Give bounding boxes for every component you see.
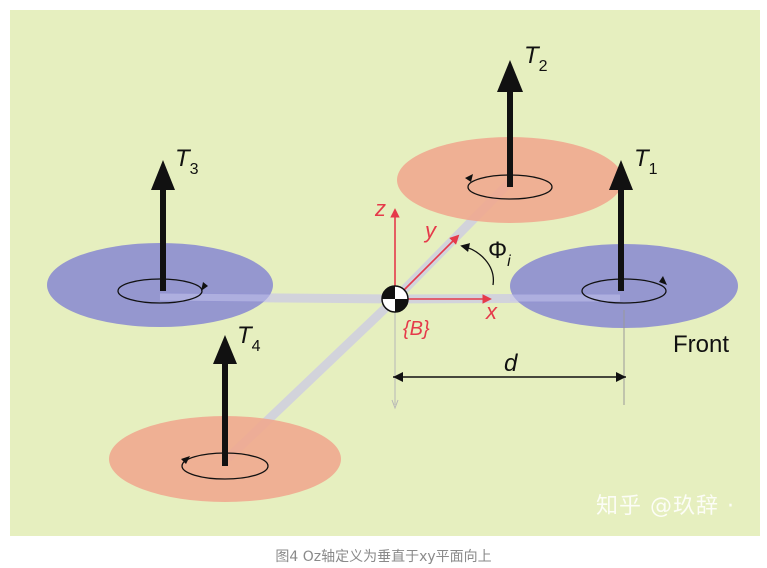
figure-caption: 图4 Oz轴定义为垂直于xy平面向上 xyxy=(275,549,492,565)
t3-label: T xyxy=(175,145,192,172)
svg-text:T1: T1 xyxy=(634,145,658,178)
svg-text:T3: T3 xyxy=(175,145,199,178)
t3-subscript: 3 xyxy=(190,161,199,178)
z-axis-label: z xyxy=(374,196,386,221)
t2-subscript: 2 xyxy=(539,58,548,75)
phi-subscript: i xyxy=(507,253,511,270)
t4-label: T xyxy=(237,322,254,349)
x-axis-label: x xyxy=(485,299,498,324)
center-of-mass-icon xyxy=(381,285,409,313)
y-axis xyxy=(394,234,460,300)
t1-subscript: 1 xyxy=(649,161,658,178)
phi-label: Φ xyxy=(488,237,507,264)
t1-label: T xyxy=(634,145,651,172)
svg-text:Φi: Φi xyxy=(488,237,511,270)
quadrotor-diagram: T2 T3 T1 T4 z y x {B} Φi d xyxy=(10,10,760,536)
phi-angle-arc xyxy=(460,243,494,286)
t4-subscript: 4 xyxy=(252,338,261,355)
distance-d-label: d xyxy=(504,350,518,377)
svg-text:T2: T2 xyxy=(524,42,548,75)
t2-label: T xyxy=(524,42,541,69)
body-frame-label: {B} xyxy=(403,318,430,340)
y-axis-label: y xyxy=(423,218,438,243)
front-label: Front xyxy=(673,331,729,358)
watermark: 知乎 @玖辞 · xyxy=(596,494,735,519)
svg-text:T4: T4 xyxy=(237,322,261,355)
